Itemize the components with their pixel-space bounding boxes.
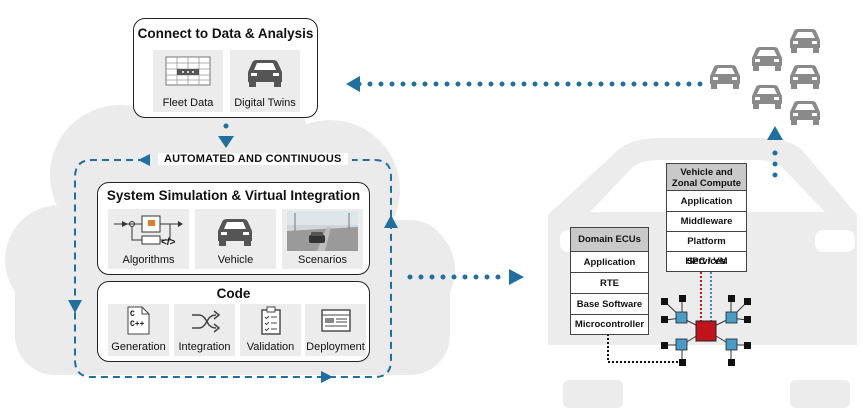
automated-continuous-banner: AUTOMATED AND CONTINUOUS [158, 153, 348, 165]
central-compute-node [695, 320, 717, 342]
vehicle-to-fleet-arrow [767, 126, 783, 178]
vehicle-tile[interactable]: Vehicle [195, 209, 276, 269]
tile-label: Validation [246, 341, 295, 353]
scenarios-tile[interactable]: Scenarios [282, 209, 363, 269]
domain-ecus-stack: Domain ECUs Application RTE Base Softwar… [570, 227, 649, 335]
stack-layer: Application [571, 252, 648, 273]
stack-layer: RTE [571, 273, 648, 294]
validation-tile[interactable]: Validation [240, 304, 301, 356]
fleet-data-tile[interactable]: Fleet Data [153, 50, 223, 112]
car-icon [248, 60, 282, 87]
server-rack-icon [165, 56, 211, 86]
panel-title: Code [216, 286, 251, 301]
connect-data-analysis-panel: Connect to Data & Analysis Fleet Data Di… [133, 18, 318, 118]
block-diagram-icon [114, 215, 183, 245]
system-simulation-panel: System Simulation & Virtual Integration … [97, 182, 370, 275]
connect-to-loop-arrow [218, 123, 234, 148]
loop-to-vehicle-arrow [407, 269, 524, 285]
code-file-text: C C++ [130, 310, 145, 329]
algorithms-tile[interactable]: </> Algorithms [108, 209, 189, 269]
stack-header: Domain ECUs [571, 228, 648, 252]
automated-loop-frame [68, 154, 398, 383]
tile-label: Integration [178, 341, 231, 353]
code-file-icon [127, 306, 150, 335]
zonal-compute-stack: Vehicle and Zonal Compute Application Mi… [666, 163, 747, 272]
integration-tile[interactable]: Integration [174, 304, 235, 356]
stack-layer: Base Software [571, 294, 648, 315]
tile-label: Digital Twins [234, 97, 296, 109]
code-panel: Code C C++ Generation Integration Valida… [97, 281, 370, 362]
deployment-tile[interactable]: Deployment [305, 304, 366, 356]
tile-label: Vehicle [217, 254, 254, 266]
stack-header: Vehicle and Zonal Compute [667, 164, 746, 191]
shuffle-icon [192, 310, 221, 333]
stack-layer: HPC / VM [685, 256, 728, 267]
tile-label: Scenarios [298, 254, 347, 266]
generation-tile[interactable]: C C++ Generation [108, 304, 169, 356]
clipboard-checklist-icon [261, 306, 281, 335]
tile-label: Generation [111, 341, 166, 353]
tile-label: Algorithms [122, 254, 175, 266]
digital-twins-tile[interactable]: Digital Twins [230, 50, 300, 112]
stack-layer: Middleware [667, 212, 746, 232]
ecu-network-link [607, 334, 683, 363]
tile-label: Fleet Data [162, 97, 214, 109]
zone-controller-nodes [675, 311, 738, 351]
endpoint-nodes [661, 295, 751, 366]
panel-title: System Simulation & Virtual Integration [106, 188, 361, 203]
stack-layer: Platform Services [667, 232, 746, 267]
fleet-to-connect-arrow [346, 76, 703, 92]
road-scene-icon [287, 211, 358, 251]
stack-layer: Microcontroller [574, 319, 645, 330]
car-icon [218, 219, 252, 246]
browser-window-icon [321, 309, 351, 332]
tile-label: Deployment [306, 341, 365, 353]
panel-title: Connect to Data & Analysis [137, 26, 314, 41]
code-glyph: </> [161, 237, 176, 248]
stack-layer: Application [667, 191, 746, 212]
